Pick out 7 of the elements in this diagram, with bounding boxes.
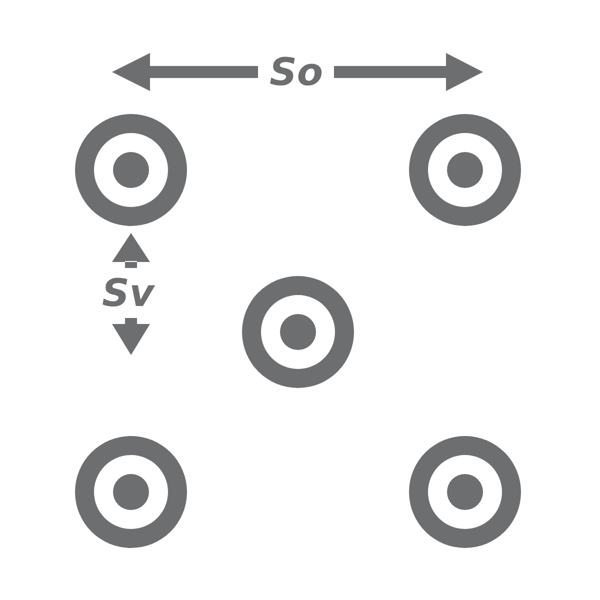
- target-circle: [74, 435, 188, 549]
- target-circle: [408, 113, 522, 227]
- target-circle: [241, 275, 355, 389]
- target-circle: [74, 113, 188, 227]
- dimension-label: Sv: [102, 274, 154, 312]
- target-circle: [408, 435, 522, 549]
- dimension-label: So: [270, 53, 323, 91]
